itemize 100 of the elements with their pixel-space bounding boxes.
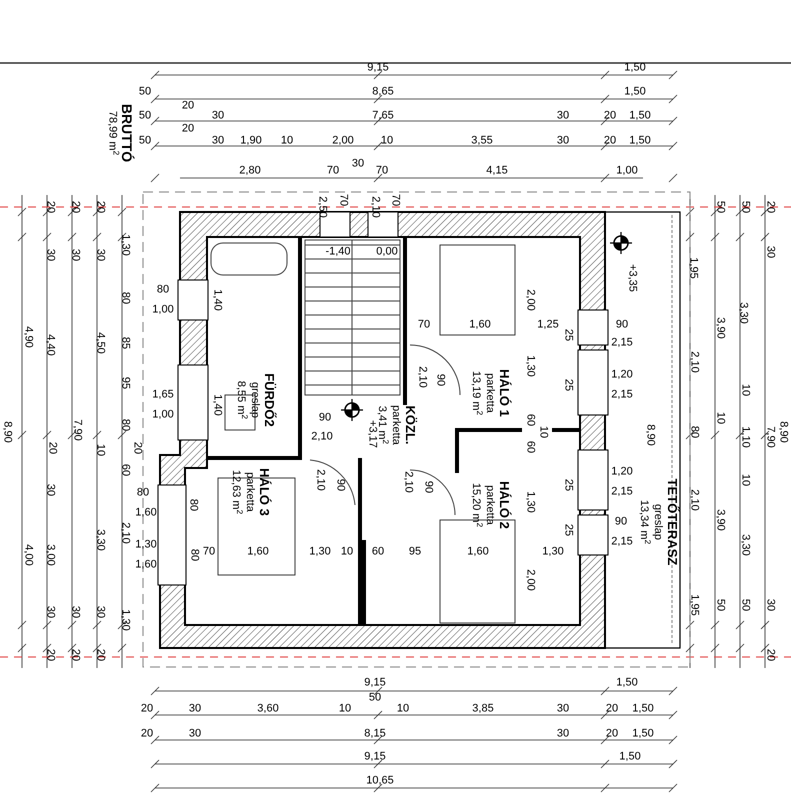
dimension-label: 1,65 bbox=[152, 390, 174, 400]
dimension-label: 85 bbox=[120, 336, 130, 350]
dimension-label: 2,15 bbox=[611, 390, 633, 400]
dimension-label: 20 bbox=[94, 200, 106, 214]
dimension-label: 80 bbox=[120, 418, 130, 432]
dimension-label: 8,90 bbox=[778, 421, 788, 443]
dimension-label: 95 bbox=[120, 376, 130, 390]
dimension-label: 80 bbox=[156, 284, 170, 296]
dimension-label: 8,90 bbox=[644, 424, 656, 446]
dimension-label: 50 bbox=[138, 86, 152, 98]
floor-material-label: parketta bbox=[483, 485, 496, 525]
dimension-label: 60 bbox=[372, 546, 384, 558]
dimension-label: 3,85 bbox=[472, 704, 494, 714]
dimension-label: 1,50 bbox=[624, 86, 646, 98]
dimension-label: 90 bbox=[422, 480, 434, 494]
dimension-label: 20 bbox=[70, 648, 80, 662]
dimension-label: 7,90 bbox=[72, 419, 82, 441]
dimension-label: 9,15 bbox=[367, 62, 389, 74]
dimension-label: 1,60 bbox=[135, 560, 157, 570]
floor-material-label: parketta bbox=[483, 373, 496, 413]
dimension-label: 50 bbox=[138, 136, 152, 146]
dimension-label: 1,60 bbox=[247, 546, 269, 558]
dimension-label: 90 bbox=[434, 374, 446, 386]
dimension-label: 10 bbox=[740, 474, 750, 486]
dimension-label: 1,60 bbox=[469, 320, 491, 330]
elevation-label: +3,35 bbox=[626, 264, 638, 292]
dimension-label: 3,55 bbox=[471, 136, 493, 146]
dimension-label: 1,40 bbox=[212, 394, 222, 416]
dimension-label: 1,30 bbox=[135, 540, 157, 550]
dimension-label: 80 bbox=[188, 498, 198, 512]
dimension-label: 90 bbox=[614, 516, 628, 528]
elevation-label: 0,00 bbox=[376, 246, 398, 258]
floor-material-label: greslap bbox=[651, 504, 664, 540]
dimension-label: 1,25 bbox=[537, 320, 559, 330]
dimension-label: 80 bbox=[136, 488, 150, 498]
dimension-label: 20 bbox=[764, 200, 776, 214]
dimension-label: 1,30 bbox=[524, 355, 536, 377]
dimension-label: 20 bbox=[606, 704, 618, 714]
dimension-label: 30 bbox=[764, 246, 776, 258]
dimension-label: 10 bbox=[538, 426, 548, 438]
dimension-label: 1,40 bbox=[212, 289, 222, 311]
dimension-label: 30 bbox=[556, 136, 570, 146]
floor-material-label: parketta bbox=[389, 405, 402, 445]
dimension-label: 70 bbox=[418, 320, 430, 330]
dimension-label: 30 bbox=[94, 606, 106, 618]
dimension-label: 70 bbox=[376, 166, 388, 176]
dimension-label: 30 bbox=[44, 484, 56, 496]
dimension-label: 70 bbox=[338, 194, 348, 206]
dimension-label: 20 bbox=[764, 648, 776, 662]
dimension-label: 4,90 bbox=[22, 326, 34, 348]
dimension-label: 4,15 bbox=[486, 166, 508, 176]
dimension-label: 8,65 bbox=[372, 86, 394, 98]
dimension-label: 50 bbox=[368, 692, 382, 704]
dimension-label: 20 bbox=[182, 100, 194, 112]
dimension-label: 1,00 bbox=[616, 166, 638, 176]
dimension-label: 1,30 bbox=[120, 234, 130, 256]
dimension-label: 30 bbox=[70, 606, 80, 618]
dimension-label: 20 bbox=[44, 648, 56, 662]
dimension-label: 50 bbox=[138, 110, 152, 122]
dimension-label: 1,00 bbox=[152, 304, 174, 316]
dimension-label: 8,90 bbox=[2, 421, 12, 443]
dimension-label: 2,15 bbox=[611, 338, 633, 348]
dimension-label: 1,50 bbox=[632, 728, 654, 740]
dimension-label: 2,10 bbox=[416, 366, 428, 388]
dimension-label: 3,30 bbox=[740, 534, 750, 556]
dimension-label: 30 bbox=[188, 728, 202, 740]
dimension-label: 20 bbox=[44, 200, 56, 214]
dimension-label: 10 bbox=[714, 412, 726, 424]
dimension-label: 1,30 bbox=[309, 546, 331, 558]
dimension-label: 10,65 bbox=[366, 776, 394, 786]
dimension-label: 1,50 bbox=[624, 62, 646, 74]
dimension-label: 20 bbox=[132, 442, 142, 454]
dimension-label: 20 bbox=[46, 442, 58, 454]
dimension-label: 20 bbox=[94, 648, 106, 662]
dimension-label: 10 bbox=[380, 136, 394, 146]
dimension-label: 2,15 bbox=[611, 486, 633, 498]
dimension-label: 20 bbox=[606, 728, 618, 740]
dimension-label: 1,95 bbox=[688, 594, 700, 616]
dimension-label: 2,00 bbox=[524, 569, 536, 591]
dimension-label: 30 bbox=[70, 248, 80, 262]
dimension-label: 20 bbox=[70, 200, 80, 214]
dimension-label: 8,15 bbox=[364, 728, 386, 740]
dimension-label: 10 bbox=[94, 444, 106, 456]
dimension-label: 2,10 bbox=[370, 196, 380, 218]
dimension-label: 60 bbox=[120, 464, 130, 476]
dimension-label: 25 bbox=[562, 328, 574, 342]
dimension-label: 2,10 bbox=[314, 469, 326, 491]
dimension-label: 7,65 bbox=[372, 110, 394, 122]
dimension-label: 1,30 bbox=[524, 491, 536, 513]
dimension-label: 10 bbox=[740, 384, 750, 396]
dimension-label: 1,00 bbox=[152, 410, 174, 420]
dimension-label: 2,15 bbox=[611, 536, 633, 548]
dimension-label: 1,10 bbox=[740, 426, 750, 448]
dimension-label: 50 bbox=[740, 200, 750, 214]
dimension-label: 2,10 bbox=[311, 432, 333, 442]
dimension-label: 2,00 bbox=[524, 289, 536, 311]
dimension-label: 90 bbox=[318, 412, 332, 424]
dimension-label: 90 bbox=[334, 478, 346, 492]
floor-material-label: parketta bbox=[243, 472, 256, 512]
dimension-label: 1,60 bbox=[135, 508, 157, 518]
